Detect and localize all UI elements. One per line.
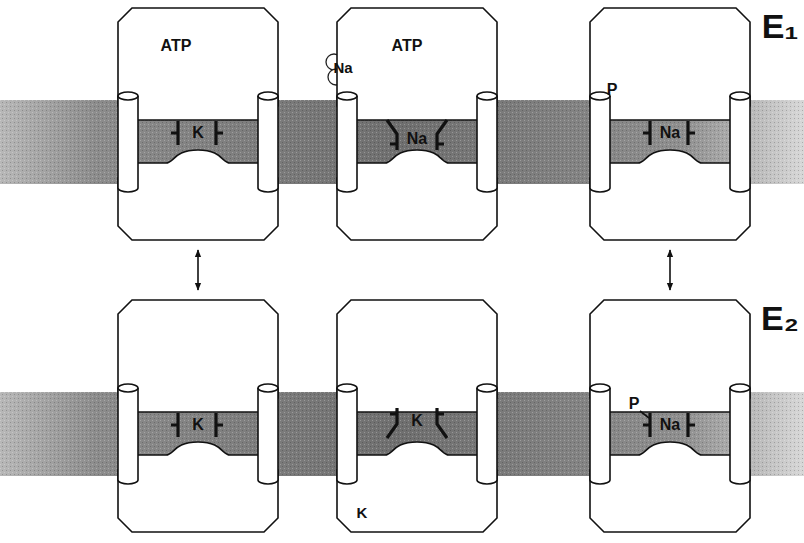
helix-cylinder [477, 92, 497, 192]
extracellular-domain [590, 442, 750, 532]
pump-protein: P Na [590, 300, 750, 532]
gate-ion-label: Na [660, 416, 680, 433]
helix-cylinder [730, 92, 750, 192]
cytoplasmic-domain [118, 300, 278, 412]
state-transition-arrow [669, 250, 671, 290]
text-holder: P [607, 81, 618, 99]
helix-cylinder [118, 384, 138, 484]
cytoplasmic-domain [590, 300, 750, 412]
helix-cylinder [477, 384, 497, 484]
cytoplasmic-domain [590, 8, 750, 120]
helix-cylinder [258, 92, 278, 192]
text-holder: ATP [161, 37, 192, 55]
helix-cylinder [730, 384, 750, 484]
extracellular-domain [590, 150, 750, 240]
cytoplasmic-domain [337, 8, 497, 120]
extracellular-domain [118, 442, 278, 532]
text-holder: K [192, 124, 204, 142]
helix-cylinder [590, 384, 610, 484]
ion-label: K [357, 504, 368, 521]
ion-gate [387, 408, 447, 438]
text-holder: Na [660, 416, 680, 434]
text-holder: ATP [392, 37, 423, 55]
atp-label: ATP [392, 37, 423, 54]
text-holder: Na [407, 130, 427, 148]
ion-label: Na [333, 59, 352, 76]
pump-protein: K [118, 300, 278, 532]
gate-ion-label: Na [407, 130, 427, 147]
cytoplasmic-domain [118, 8, 278, 120]
cytoplasmic-domain [337, 300, 497, 412]
label-holder: K [357, 504, 368, 522]
helix-cylinder [337, 384, 357, 484]
pump-protein: ATP Na [337, 8, 497, 240]
phosphate-label: P [607, 81, 618, 98]
ion-gate [171, 413, 223, 437]
ion-gate [643, 121, 695, 145]
state-label: E₂ [761, 299, 799, 337]
ion-gate [171, 121, 223, 145]
ion-gate [387, 120, 447, 150]
ion-gate [643, 413, 695, 437]
text-holder: K [192, 416, 204, 434]
extracellular-domain [337, 150, 497, 240]
gate-ion-label: K [192, 416, 204, 433]
helix-cylinder [590, 92, 610, 192]
phosphate-bond [640, 411, 649, 418]
gate-ion-label: Na [660, 124, 680, 141]
label-holder: E₂ [761, 301, 799, 335]
helix-cylinder [258, 384, 278, 484]
label-holder: Na [333, 59, 352, 77]
pump-protein: ATP K [118, 8, 278, 240]
state-transition-arrow [197, 250, 199, 290]
atp-label: ATP [161, 37, 192, 54]
extracellular-domain [337, 442, 497, 532]
text-holder: P [629, 395, 640, 413]
helix-cylinder [118, 92, 138, 192]
pump-protein: P Na [590, 8, 750, 240]
state-label: E₁ [762, 7, 799, 45]
label-holder: E₁ [762, 9, 799, 43]
extracellular-domain [118, 150, 278, 240]
text-holder: K [411, 412, 423, 430]
text-holder: Na [660, 124, 680, 142]
helix-cylinder [337, 92, 357, 192]
gate-ion-label: K [192, 124, 204, 141]
gate-ion-label: K [411, 412, 423, 429]
pump-protein: K [337, 300, 497, 532]
phosphate-label: P [629, 395, 640, 412]
